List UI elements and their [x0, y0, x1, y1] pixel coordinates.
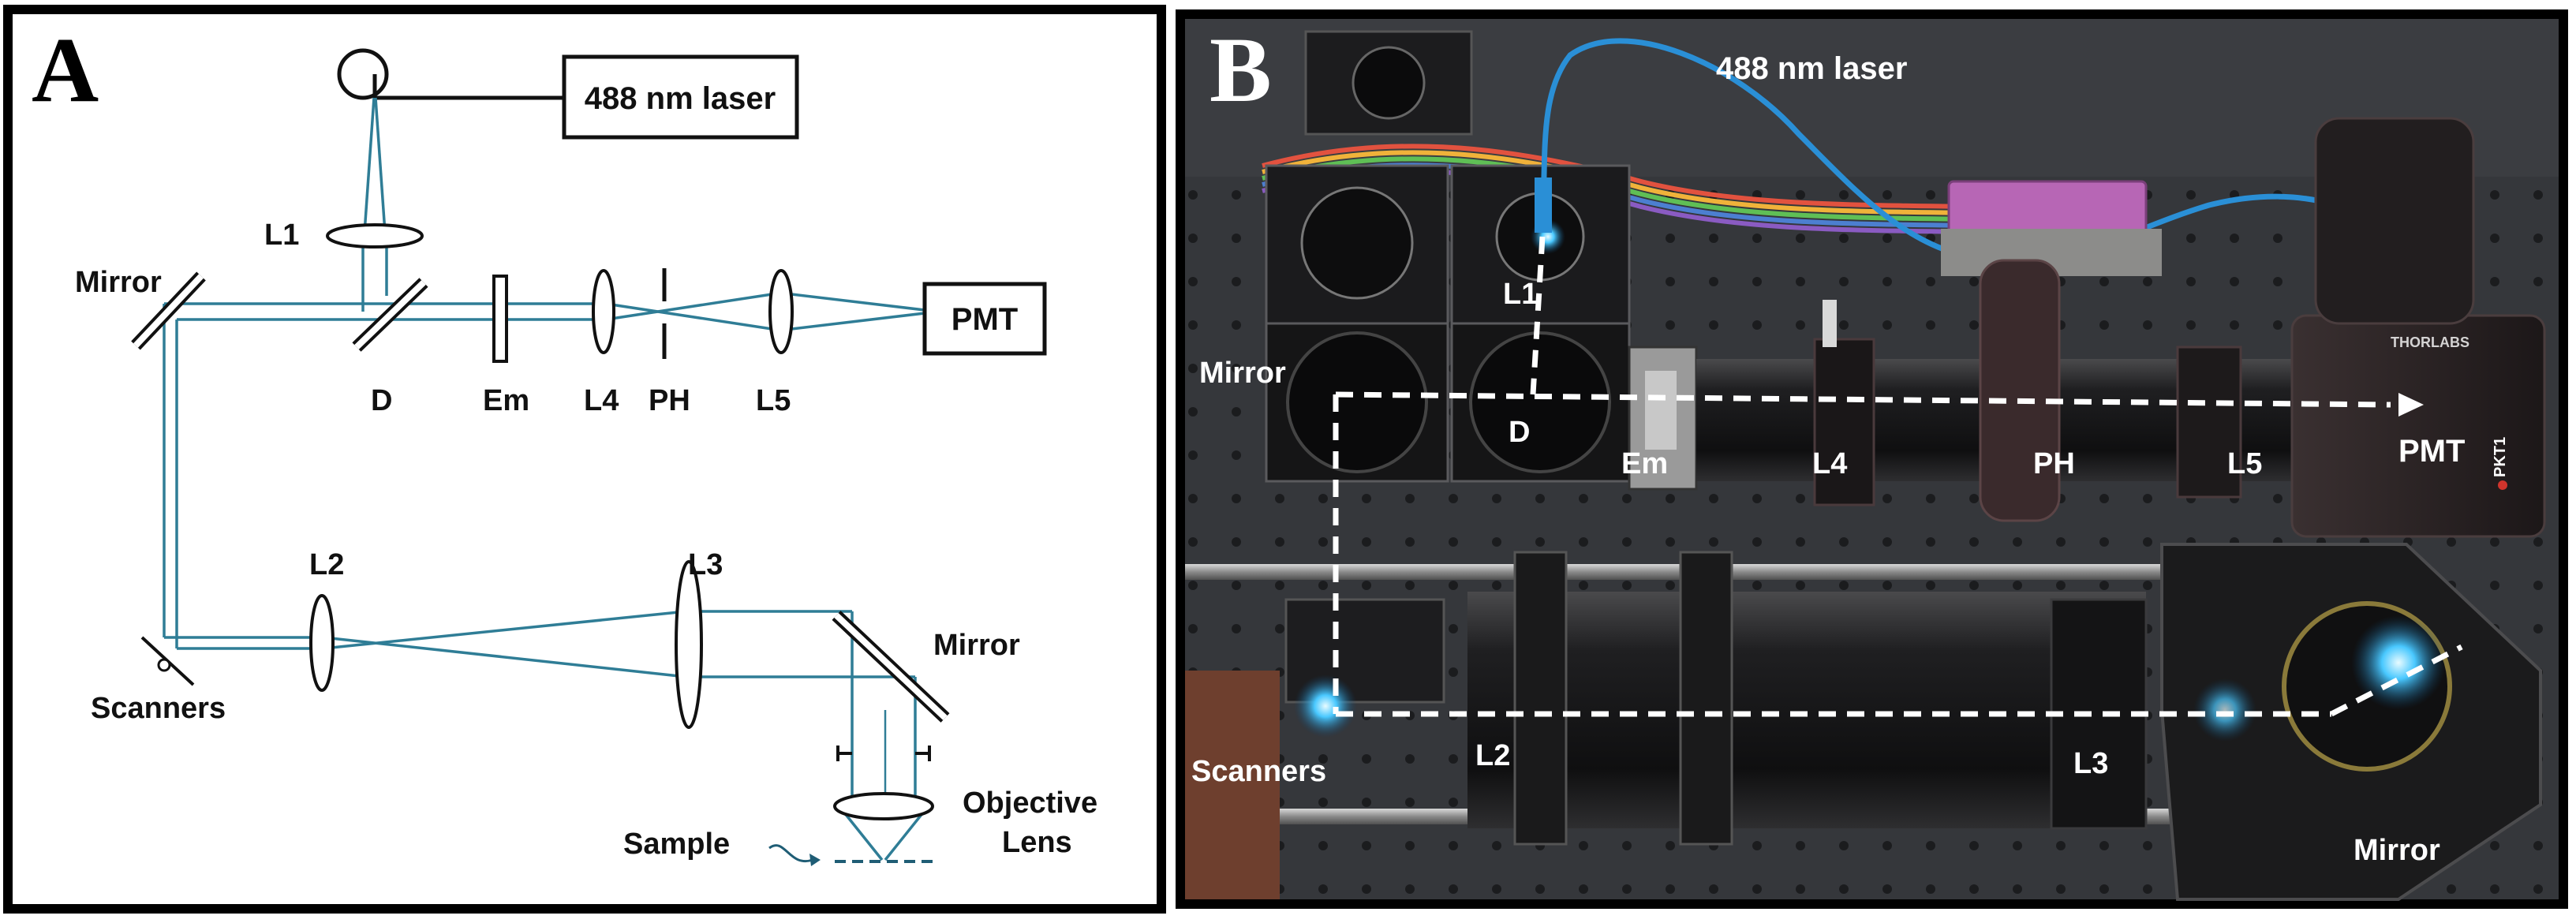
panel-a-letter: A [32, 18, 99, 121]
overlay-top-row [1335, 391, 2391, 408]
label-objective-line2: Lens [1002, 826, 1072, 859]
label-l5: L5 [756, 384, 791, 417]
photo-label-l4: L4 [1812, 447, 1847, 480]
overlay-arrowhead [2398, 393, 2424, 417]
pmt-box [922, 282, 1047, 356]
l5-mount [2176, 346, 2242, 499]
relay-tube [1467, 592, 2146, 828]
label-l1: L1 [264, 219, 299, 252]
label-pmt: PMT [952, 302, 1018, 337]
overlay-to-objective [2330, 644, 2463, 717]
label-objective-line1: Objective [963, 787, 1097, 820]
pmt-status-led [2498, 480, 2507, 490]
photo-label-l1: L1 [1503, 278, 1538, 311]
panel-b-letter: B [1209, 18, 1272, 121]
beam-path-overlay [1333, 236, 2463, 717]
photo-label-d: D [1509, 416, 1530, 449]
photo-label-laser: 488 nm laser [1716, 51, 1907, 86]
lens-l3 [675, 560, 703, 729]
photo-label-em: Em [1621, 447, 1668, 480]
photo-label-ph: PH [2033, 447, 2075, 480]
beam-cone-right [374, 97, 387, 234]
objective-lens-icon [833, 792, 934, 820]
emission-filter-icon [492, 275, 508, 363]
label-scanners: Scanners [91, 692, 226, 725]
label-mirror-bottom: Mirror [933, 629, 1020, 662]
beam-cone-left [363, 97, 376, 234]
lens-l4 [592, 269, 615, 354]
photo-label-pmt: PMT [2398, 434, 2465, 469]
lens-l5 [768, 269, 794, 354]
l2-clamp [1513, 551, 1568, 846]
thorlabs-mark-pmt: THORLABS [2391, 334, 2469, 350]
photo-label-l2: L2 [1475, 739, 1510, 772]
fiber-coupler-icon [337, 48, 389, 100]
pinhole-mount [1979, 259, 2061, 522]
label-d: D [371, 384, 392, 417]
panel-a-border [3, 5, 1166, 914]
scanner-heatsink [1185, 671, 1280, 899]
blue-fiber [1539, 38, 2361, 263]
lens-l1 [326, 223, 424, 248]
lens-l2 [309, 594, 335, 692]
panel-b: PKT1 THORLABS B 488 nm laser [1176, 9, 2568, 909]
photo-label-l3: L3 [2073, 747, 2108, 780]
sample-arrow [768, 844, 813, 863]
photo-label-scanners: Scanners [1191, 755, 1326, 788]
laser-module [1947, 180, 2148, 238]
pmt-controller [2314, 117, 2475, 325]
panel-a: A 488 nm laser [3, 5, 1166, 914]
laser-label: 488 nm laser [585, 81, 776, 116]
label-mirror-top: Mirror [75, 266, 162, 299]
l3-clamp [1679, 551, 1733, 846]
objective-blue-glow [2351, 615, 2446, 710]
label-ph: PH [649, 384, 690, 417]
label-l4: L4 [584, 384, 619, 417]
label-l2: L2 [309, 548, 344, 581]
scanner-pivot-icon [157, 658, 171, 672]
label-sample: Sample [623, 828, 730, 861]
label-em: Em [483, 384, 529, 417]
photo-label-l5: L5 [2227, 447, 2262, 480]
photo-label-mirror-top: Mirror [1199, 357, 1286, 390]
scanner-blue-glow [1294, 674, 1357, 738]
label-l3: L3 [688, 548, 723, 581]
pmt-model-label: PKT1 [2492, 437, 2509, 477]
laser-box [562, 54, 799, 140]
photo-label-mirror-bottom: Mirror [2354, 834, 2440, 867]
l4-mount [1813, 338, 1875, 506]
